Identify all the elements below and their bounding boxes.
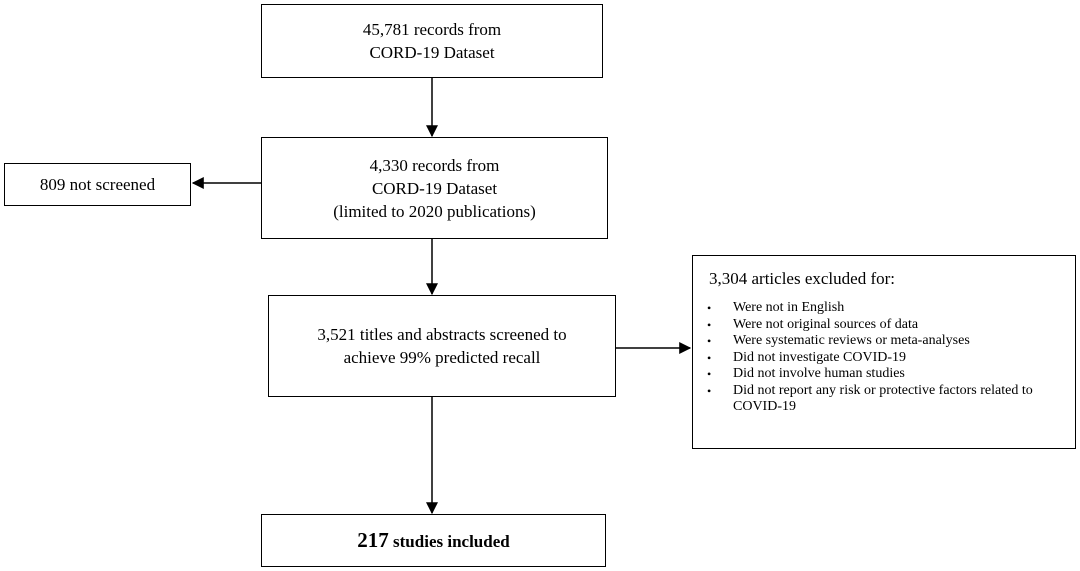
included-line: 217 studies included	[357, 528, 509, 553]
records-2020-line-2: CORD-19 Dataset	[371, 178, 498, 198]
screened-line-1: 3,521 titles and abstracts screened to	[317, 325, 567, 344]
screened-line-2: achieve 99% predicted recall	[343, 348, 541, 367]
not-screened-box: 809 not screened	[4, 163, 191, 206]
exclusion-reason: • Did not involve human studies	[693, 366, 1075, 383]
exclusion-reason: • Were systematic reviews or meta-analyse…	[693, 333, 1075, 350]
records-all-line-1: 45,781 records from	[362, 20, 502, 39]
bullet-icon: •	[707, 367, 712, 381]
included-label: studies included	[388, 532, 510, 551]
bullet-icon: •	[707, 383, 712, 398]
not-screened-text: 809 not screened	[39, 175, 156, 194]
exclusion-reason: • Were not original sources of data	[693, 317, 1075, 334]
included-count: 217	[357, 528, 389, 552]
records-all-box: 45,781 records from CORD-19 Dataset	[261, 4, 603, 78]
exclusion-reason: • Did not report any risk or protective f…	[693, 383, 1075, 416]
exclusion-reason-text: Did not investigate COVID-19	[733, 349, 907, 365]
bullet-icon: •	[707, 350, 712, 365]
records-all-line-2: CORD-19 Dataset	[369, 43, 495, 62]
exclusion-reason-text: Were systematic reviews or meta-analyses	[733, 333, 970, 348]
bullet-icon: •	[707, 317, 712, 332]
excluded-box: 3,304 articles excluded for: • Were not i…	[692, 255, 1076, 449]
records-2020-box: 4,330 records from CORD-19 Dataset (limi…	[261, 137, 608, 239]
exclusion-reasons-list: • Were not in English • Were not original …	[693, 300, 1075, 416]
exclusion-reason: • Did not investigate COVID-19	[693, 350, 1075, 367]
exclusion-reason-text: Were not in English	[733, 300, 845, 315]
records-2020-line-3: (limited to 2020 publications)	[333, 201, 536, 221]
bullet-icon: •	[707, 334, 712, 348]
exclusion-reason: • Were not in English	[693, 300, 1075, 317]
exclusion-reason-text: Did not report any risk or protective fa…	[733, 382, 1033, 415]
bullet-icon: •	[707, 301, 712, 315]
exclusion-reason-text: Were not original sources of data	[733, 316, 919, 332]
exclusion-reason-text: Did not involve human studies	[733, 366, 905, 381]
excluded-title: 3,304 articles excluded for:	[709, 269, 895, 288]
screened-box: 3,521 titles and abstracts screened to a…	[268, 295, 616, 397]
included-box: 217 studies included	[261, 514, 606, 567]
records-2020-line-1: 4,330 records from	[369, 155, 500, 175]
